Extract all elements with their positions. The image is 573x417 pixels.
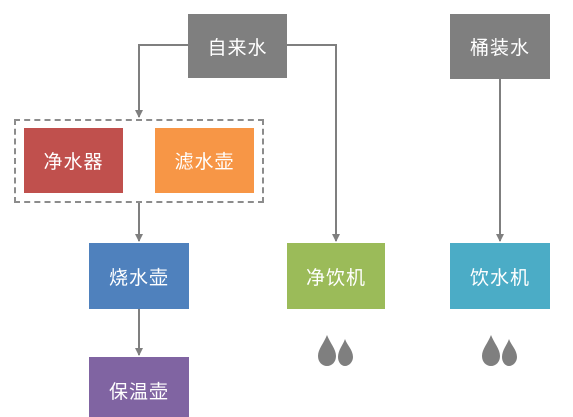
node-tap-water-label: 自来水 xyxy=(207,37,268,59)
node-bottled-water: 桶装水 xyxy=(450,14,550,79)
node-electric-kettle: 烧水壶 xyxy=(89,243,189,309)
node-thermos: 保温壶 xyxy=(89,357,189,417)
node-water-dispenser-label: 饮水机 xyxy=(469,267,530,289)
node-purified-dispenser: 净饮机 xyxy=(287,243,385,309)
connector-tap-to-purifier-group xyxy=(135,44,188,118)
node-thermos-label: 保温壶 xyxy=(108,382,169,403)
water-drops-icon xyxy=(318,335,353,366)
node-water-purifier-label: 净水器 xyxy=(43,152,104,173)
node-electric-kettle-label: 烧水壶 xyxy=(108,267,169,289)
connector-tap-to-purified-dispenser xyxy=(287,44,340,242)
node-bottled-water-label: 桶装水 xyxy=(469,38,530,59)
node-filter-kettle-label: 滤水壶 xyxy=(174,152,235,173)
node-purified-dispenser-label: 净饮机 xyxy=(305,267,366,289)
water-drops-icon xyxy=(482,335,517,366)
node-water-dispenser: 饮水机 xyxy=(450,243,550,309)
flow-diagram: 自来水 桶装水 净水器 滤水壶 烧水壶 净饮机 饮水机 保温壶 xyxy=(14,14,550,417)
node-filter-kettle: 滤水壶 xyxy=(155,128,254,193)
purifier-group-dashed-frame xyxy=(14,119,264,203)
node-water-purifier: 净水器 xyxy=(24,128,123,193)
node-tap-water: 自来水 xyxy=(188,14,287,78)
connector-lines xyxy=(135,44,504,356)
